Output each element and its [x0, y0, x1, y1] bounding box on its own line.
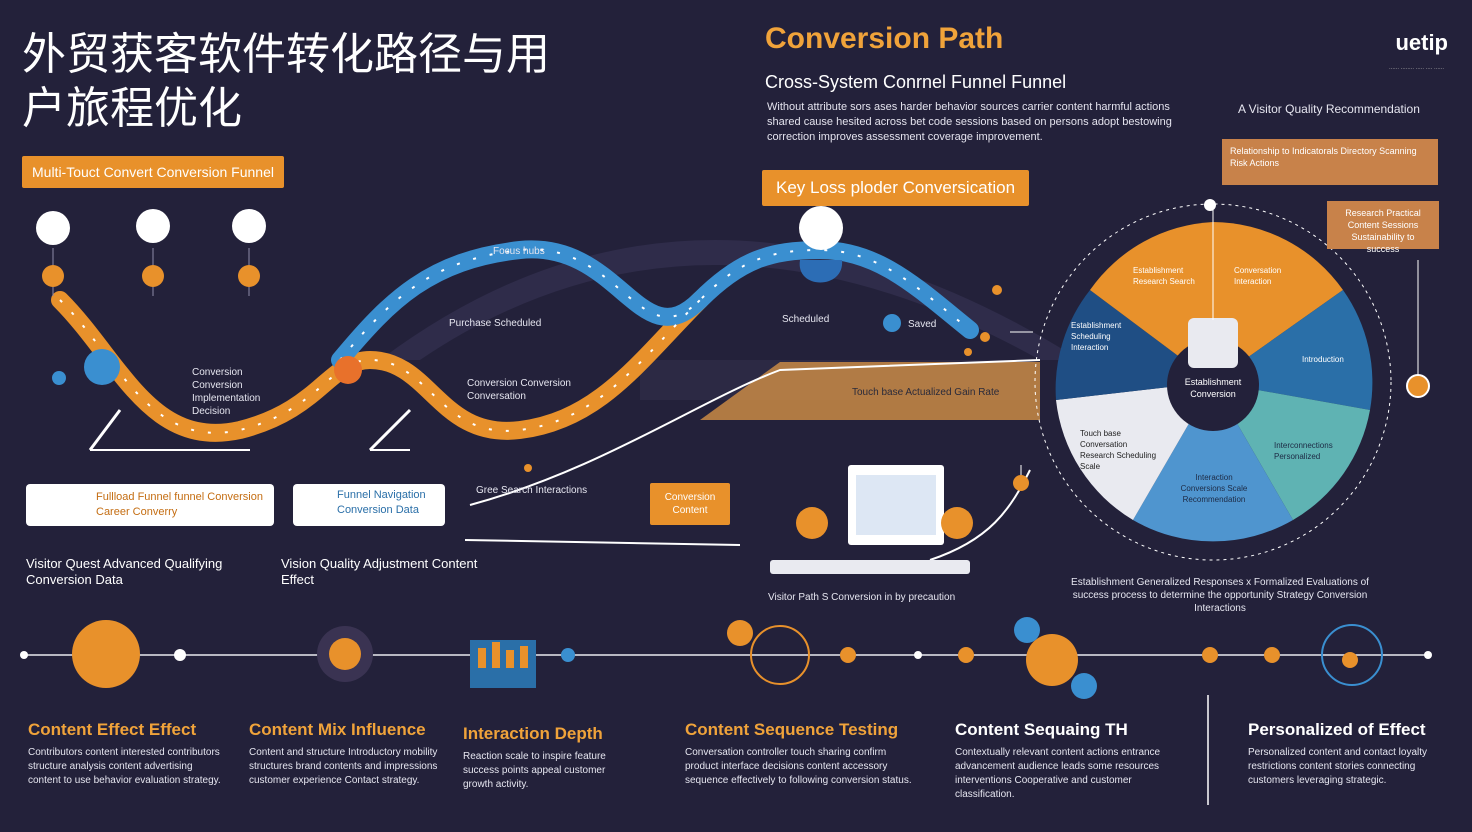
bottom-item-1: Content Effect Effect Contributors conte… [28, 720, 228, 788]
bottom-item-5: Content Sequaing TH Contextually relevan… [955, 720, 1180, 802]
conversion-description: Without attribute sors ases harder behav… [767, 101, 1172, 143]
label-visitor-path: Visitor Path S Conversion in by precauti… [768, 592, 956, 603]
brand-logo: uetip [1395, 30, 1448, 55]
blue-funnel-curve [331, 240, 979, 369]
sequence-testing-icon [750, 625, 810, 685]
pie-handle [1406, 374, 1430, 398]
funnel-card-1[interactable]: Fullload Funnel funnel Conversion Career… [26, 484, 274, 526]
orange-dot [524, 464, 532, 472]
label-purchase-scheduled: Purchase Scheduled [449, 318, 542, 329]
sequaing-icon [1026, 634, 1078, 686]
label-conversion-left: Conversion Conversion Implementation Dec… [192, 367, 261, 417]
bottom-item-title: Content Sequaing TH [955, 720, 1128, 739]
connector [1010, 331, 1033, 475]
label-saved: Saved [908, 319, 937, 330]
pie-seg-bottom: Interaction Conversions Scale Recommenda… [1180, 473, 1248, 504]
path-line [464, 539, 741, 546]
pie-seg-bottom-right: Interconnections Personalized [1274, 441, 1333, 461]
key-conversion-tag: Key Loss ploder Conversication [762, 170, 1030, 206]
orange-dot [1013, 475, 1029, 491]
blue-node [84, 349, 120, 385]
orange-node [334, 356, 362, 384]
bottom-item-title: Content Effect Effect [28, 720, 197, 739]
guide-line [88, 409, 122, 451]
orange-dot [964, 348, 972, 356]
funnel-tag: Multi-Touct Convert Conversion Funnel [22, 156, 284, 188]
left-label-2: Vision Quality Adjustment Content Effect [281, 556, 478, 587]
conversion-title: Conversion Path [765, 22, 1004, 55]
logo-subtext: ...... ........ ..... .... ...... [1388, 65, 1444, 71]
pie-seg-top-left: Establishment Research Search [1133, 266, 1195, 286]
background-arc [380, 240, 1080, 360]
funnel-icon-group [36, 209, 266, 296]
bottom-item-title: Interaction Depth [463, 724, 603, 743]
laptop-base [770, 560, 970, 574]
pie-outline [1034, 203, 1392, 561]
bottom-item-title: Content Mix Influence [249, 720, 426, 739]
content-effect-icon [72, 620, 140, 688]
bottom-item-title: Personalized of Effect [1248, 720, 1426, 739]
key-node [799, 206, 843, 250]
funnel-card-text: Funnel Navigation Conversion Data [337, 489, 426, 516]
conversion-subtitle: Cross-System Conrnel Funnel Funnel [765, 72, 1067, 92]
pie-segment [1133, 382, 1293, 542]
path-line [469, 359, 1041, 506]
bottom-item-2: Content Mix Influence Content and struct… [249, 720, 449, 788]
label-search-stats: Gree Search Interactions [476, 485, 588, 496]
bottom-item-desc: Conversation controller touch sharing co… [685, 747, 912, 786]
conversion-content-box: Conversion Content [650, 483, 730, 525]
funnel-card-2[interactable]: Funnel Navigation Conversion Data [293, 484, 445, 526]
pie-segment [1213, 382, 1370, 520]
pie-segment [1090, 222, 1213, 382]
bottom-item-desc: Contributors content interested contribu… [28, 747, 221, 786]
bottom-item-desc: Content and structure Introductory mobil… [249, 747, 438, 786]
pie-seg-bottom-left: Touch base Conversation Research Schedul… [1080, 429, 1157, 471]
right-box-2: Research Practical Content Sessions Sust… [1327, 201, 1439, 254]
personalized-icon [1321, 624, 1383, 686]
label-touch-bar: Touch base Actualized Gain Rate [852, 387, 1000, 398]
pie-center-icon [1188, 318, 1238, 368]
pie-segment [1056, 382, 1213, 520]
pie-seg-top-right: Conversation Interaction [1234, 266, 1282, 286]
pie-segment [1213, 222, 1343, 382]
blue-node [883, 314, 901, 332]
pie-seg-right: Introduction [1302, 355, 1344, 364]
bottom-item-3: Interaction Depth Reaction scale to insp… [463, 724, 623, 792]
bottom-item-6: Personalized of Effect Personalized cont… [1248, 720, 1438, 788]
blue-node [52, 371, 66, 385]
label-focus-hubs: Focus hubs [493, 246, 545, 257]
pie-center-label: Establishment Conversion [1184, 377, 1242, 399]
key-figure [799, 260, 843, 283]
bottom-item-desc: Personalized content and contact loyalty… [1248, 747, 1427, 786]
bottom-item-title: Content Sequence Testing [685, 720, 899, 739]
orange-curve-dots [59, 299, 701, 434]
pie-seg-left: Establishment Scheduling Interaction [1071, 321, 1122, 352]
left-label-1: Visitor Quest Advanced Qualifying Conver… [26, 556, 223, 587]
right-box-1: Relationship to Indicatorals Directory S… [1222, 139, 1438, 185]
funnel-card-text: Fullload Funnel funnel Conversion Career… [96, 491, 263, 518]
bottom-item-desc: Contextually relevant content actions en… [955, 747, 1161, 800]
bottom-item-4: Content Sequence Testing Conversation co… [685, 720, 915, 788]
quality-label: A Visitor Quality Recommendation [1238, 102, 1420, 116]
pie-caption: Establishment Generalized Responses x Fo… [1071, 577, 1369, 614]
label-scheduled: Scheduled [782, 314, 830, 325]
page-title: 外贸获客软件转化路径与用户旅程优化 [22, 29, 550, 134]
orange-dot [980, 332, 990, 342]
bottom-item-desc: Reaction scale to inspire feature succes… [463, 751, 606, 790]
touch-band [700, 362, 1040, 420]
orange-dot [992, 285, 1002, 295]
guide-line [368, 408, 412, 452]
label-conversion-mid: Conversion Conversion Conversation [467, 378, 571, 402]
